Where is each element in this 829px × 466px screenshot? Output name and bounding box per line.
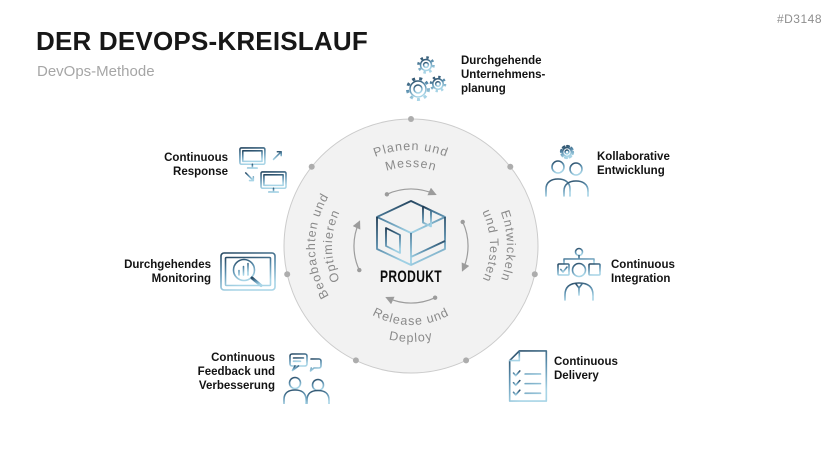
devops-cycle-diagram: Planen und Messen Entwickeln und Testen … [283,116,539,374]
cycle-flow-arrows [352,187,470,305]
arrow-tail-dots [357,192,465,300]
item-label-delivery: Continuous Delivery [554,356,618,382]
item-label-response: Continuous Response [164,152,228,178]
person-orgchart-icon [557,247,601,301]
monitor-search-icon [220,252,276,298]
page-subtitle: DevOps-Methode [37,63,155,80]
slide-code: #D3148 [776,12,822,26]
svg-text:und Testen: und Testen [479,207,501,284]
page-title: DER DEVOPS-KREISLAUF [36,26,368,56]
product-box-icon [376,200,446,266]
checklist-icon [508,350,548,402]
item-label-collaboration: Kollaborative Entwicklung [597,151,670,177]
item-label-integration: Continuous Integration [611,259,675,285]
svg-text:Deploy: Deploy [388,329,434,345]
product-label: PRODUKT [380,268,442,286]
monitors-sync-icon [239,147,287,193]
phase-label-planen-messen: Planen und [372,139,451,160]
svg-text:Optimieren: Optimieren [321,207,343,284]
gears-icon [406,56,447,101]
item-label-feedback: Continuous Feedback und Verbesserung [197,352,275,392]
cycle-station-dots [284,116,538,364]
item-label-monitoring: Durchgehendes Monitoring [124,259,211,285]
people-chat-icon [283,353,330,404]
svg-text:Messen: Messen [384,156,439,174]
people-gear-icon [545,144,589,197]
item-label-planning: Durchgehende Unternehmens- planung [461,55,546,95]
